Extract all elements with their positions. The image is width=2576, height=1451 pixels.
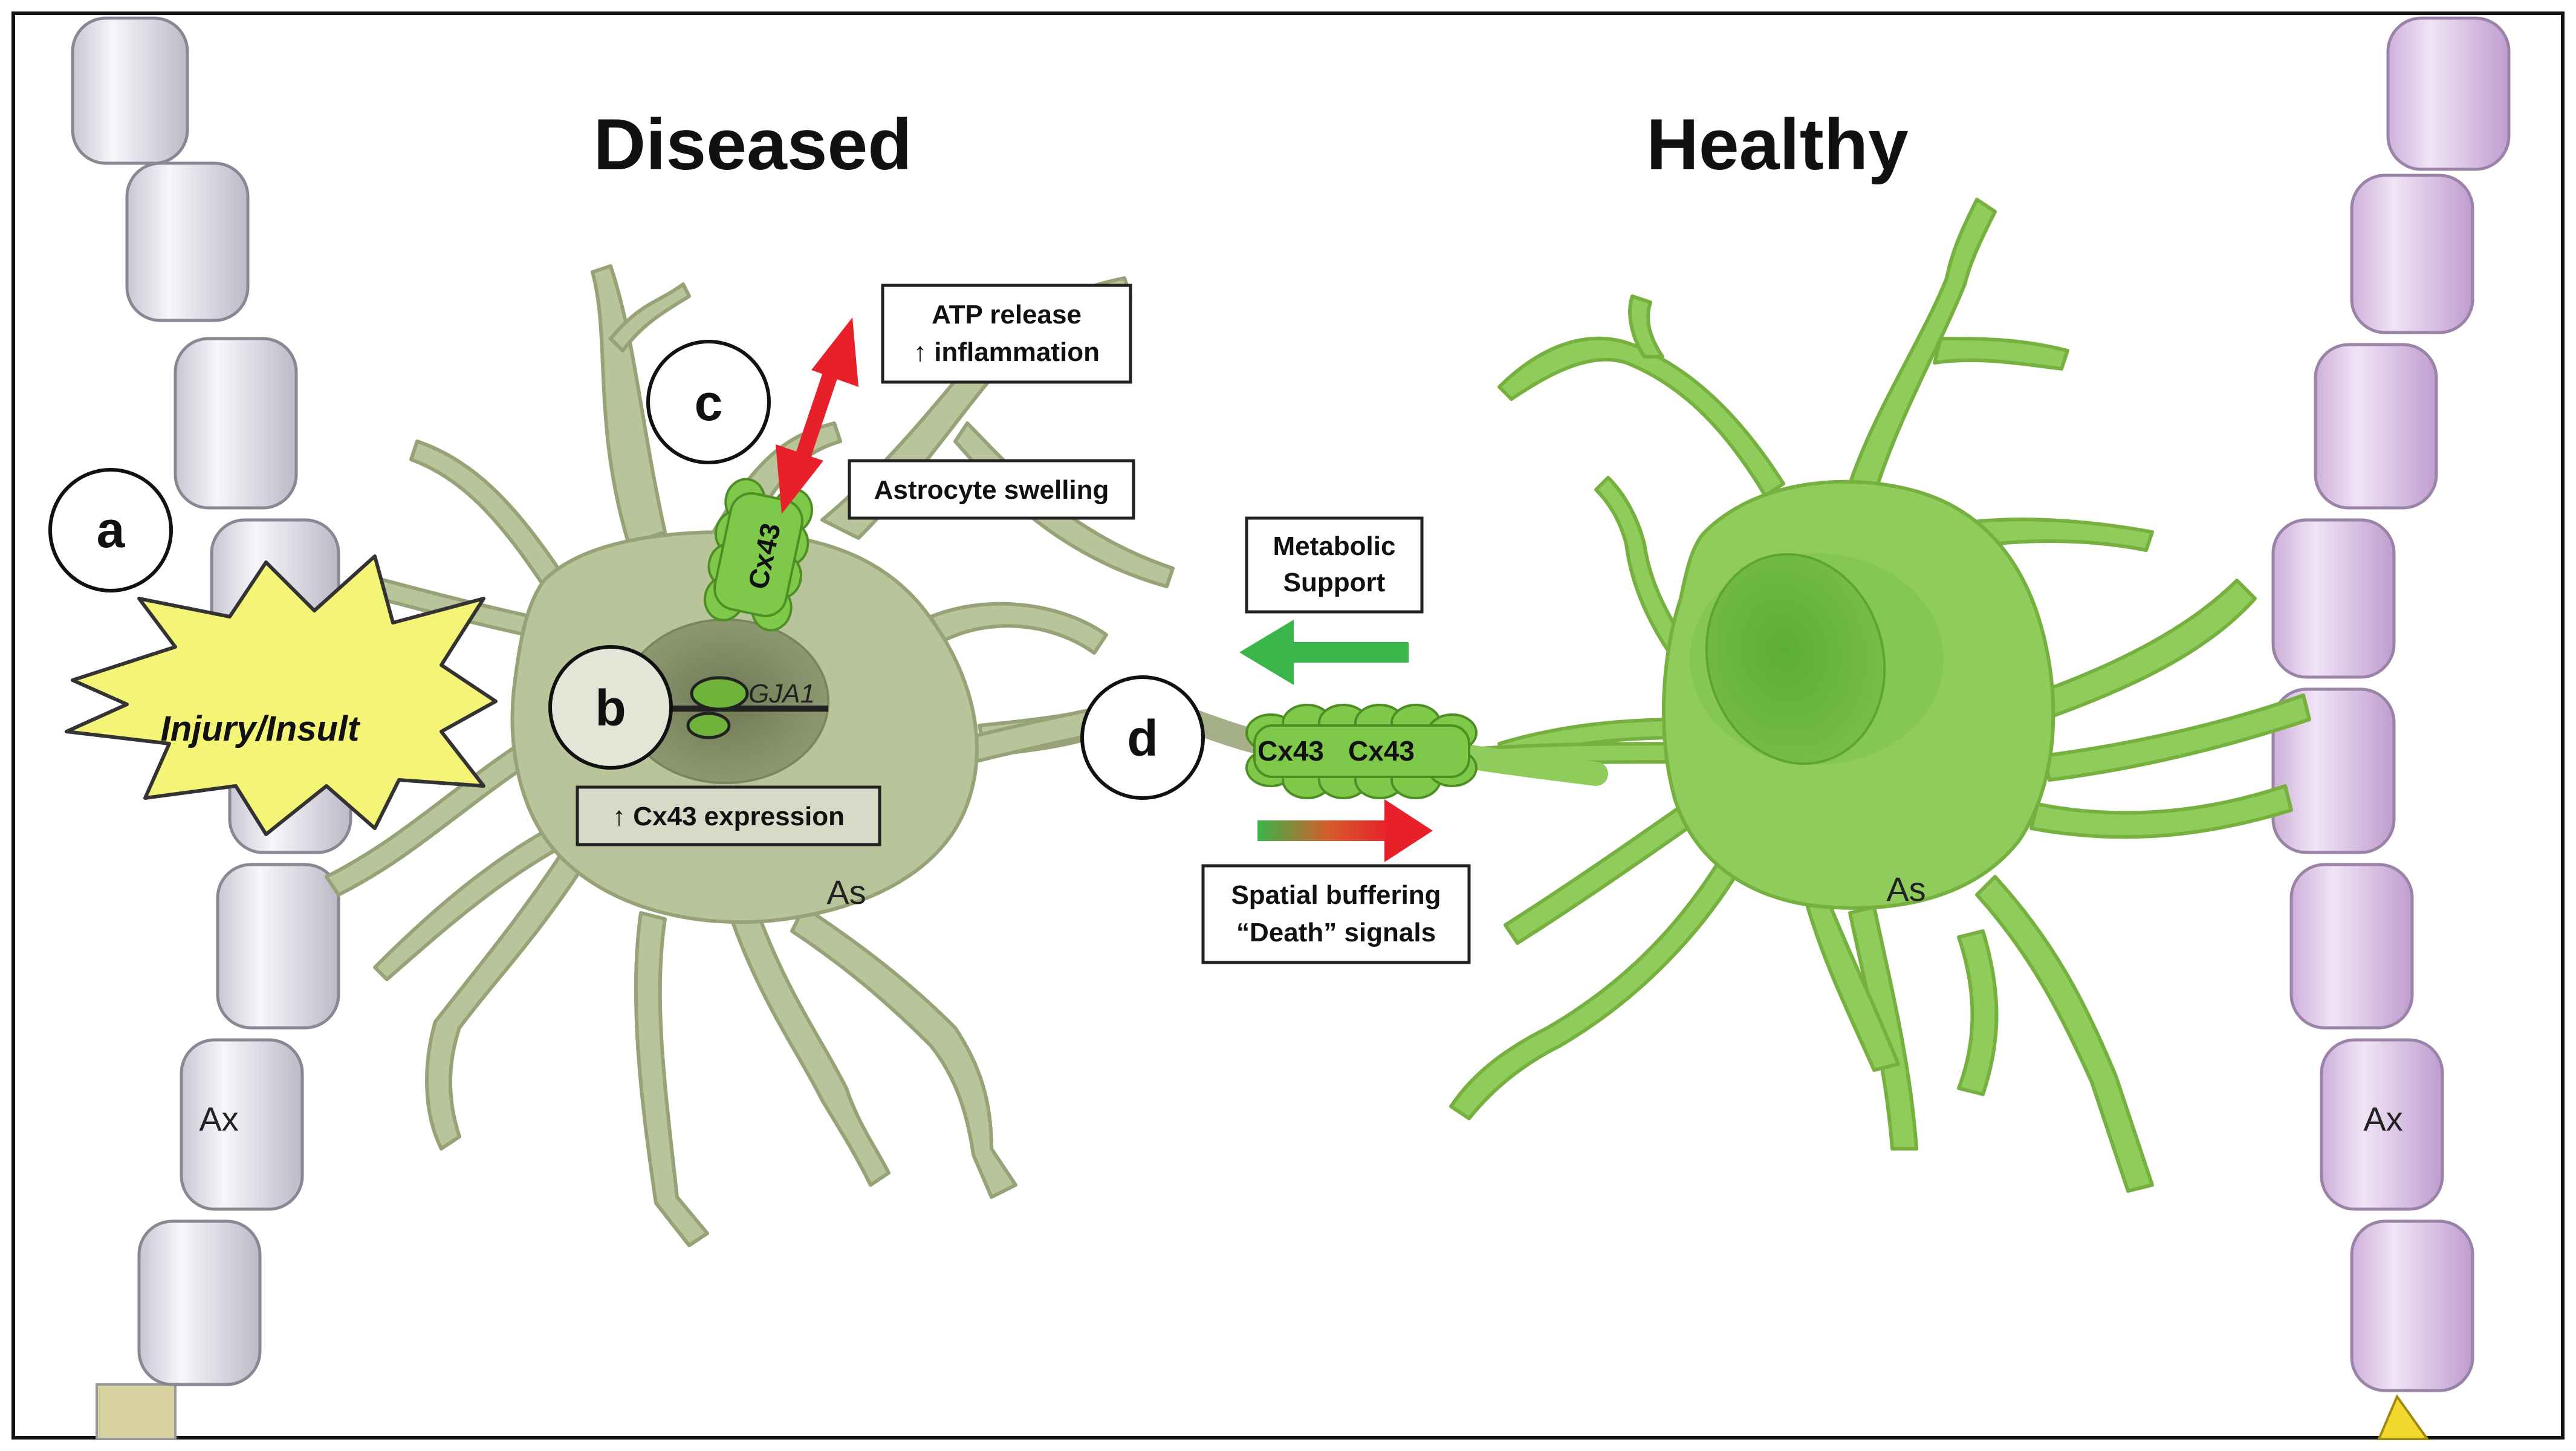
- spatial-buffering-text: Spatial buffering: [1231, 880, 1441, 910]
- marker-c: c: [646, 340, 771, 464]
- healthy-astrocyte-label: As: [1886, 870, 1926, 908]
- marker-b-label: b: [595, 680, 626, 736]
- left-axon-label: Ax: [199, 1100, 238, 1138]
- injury-label: Injury/Insult: [161, 709, 361, 748]
- diseased-astrocyte-label: As: [826, 873, 866, 911]
- death-signals-text: “Death” signals: [1236, 918, 1436, 947]
- spatial-buffering-box: Spatial buffering “Death” signals: [1201, 864, 1471, 964]
- right-axon-segments: [2271, 16, 2511, 1392]
- right-axon: Ax: [2271, 16, 2511, 1440]
- red-double-arrow-c: [776, 317, 858, 514]
- marker-b: b: [548, 645, 673, 770]
- cx43-label-right: Cx43: [1348, 735, 1415, 767]
- injury-starburst: Injury/Insult: [65, 554, 498, 836]
- cx43-expression-text: ↑ Cx43 expression: [612, 802, 845, 831]
- gap-junction: Cx43 Cx43: [1124, 689, 1608, 799]
- inflammation-text: ↑ inflammation: [913, 337, 1100, 367]
- atp-release-box: ATP release ↑ inflammation: [881, 284, 1132, 384]
- marker-d: d: [1080, 675, 1205, 800]
- astrocyte-swelling-box: Astrocyte swelling: [848, 459, 1135, 520]
- metabolic-text: Metabolic: [1273, 531, 1396, 561]
- gja1-gene: GJA1: [671, 676, 828, 739]
- marker-c-label: c: [695, 374, 723, 431]
- right-axon-label: Ax: [2363, 1100, 2402, 1138]
- marker-d-label: d: [1127, 710, 1158, 767]
- support-text: Support: [1283, 568, 1386, 597]
- cx43-hemichannel: Cx43: [704, 478, 813, 632]
- healthy-nucleus: [1705, 553, 1886, 765]
- gja1-label: GJA1: [748, 679, 815, 709]
- marker-a: a: [48, 468, 173, 592]
- green-arrow-metabolic: [1239, 620, 1409, 685]
- healthy-astrocyte: As: [1449, 198, 2311, 1193]
- atp-release-text: ATP release: [932, 300, 1082, 329]
- gradient-arrow-buffering: [1257, 799, 1433, 862]
- astrocyte-swelling-text: Astrocyte swelling: [874, 475, 1109, 505]
- cx43-label-left: Cx43: [1257, 735, 1324, 767]
- cx43-expression-box: ↑ Cx43 expression: [576, 785, 881, 846]
- diseased-title: Diseased: [594, 104, 912, 185]
- marker-a-label: a: [97, 501, 126, 558]
- healthy-title: Healthy: [1646, 104, 1909, 185]
- metabolic-support-box: Metabolic Support: [1245, 516, 1424, 614]
